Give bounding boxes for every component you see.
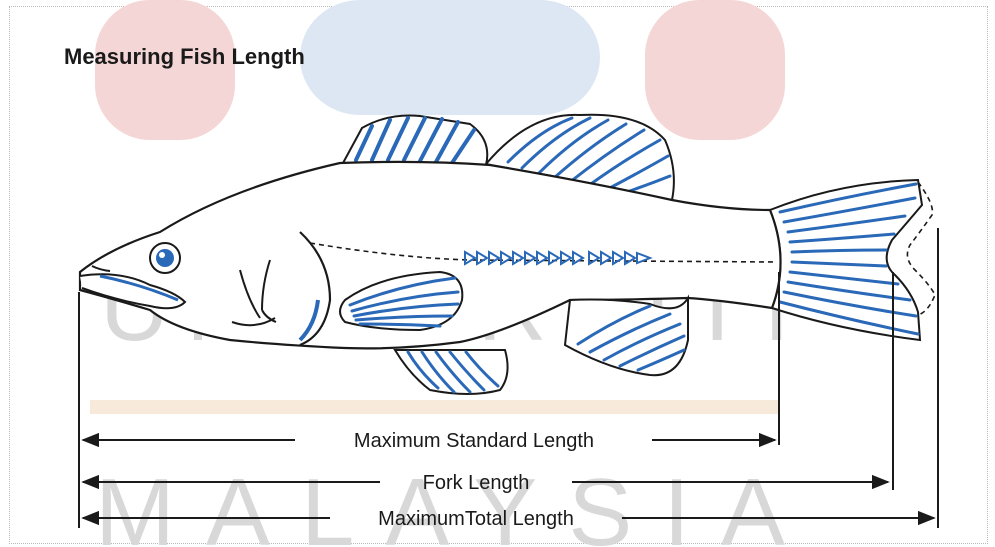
anal-fin [565,298,688,375]
caudal-fin [770,180,935,340]
fork-length-measure: Fork Length [83,472,888,494]
fork-length-label: Fork Length [423,472,530,494]
fish-eye [150,243,180,273]
standard-length-measure: Maximum Standard Length [83,430,775,452]
total-length-label: MaximumTotal Length [378,508,574,530]
spiny-dorsal-fin [343,116,487,166]
pelvic-fin [395,350,508,394]
total-length-measure: MaximumTotal Length [83,508,934,530]
standard-length-label: Maximum Standard Length [354,430,594,452]
